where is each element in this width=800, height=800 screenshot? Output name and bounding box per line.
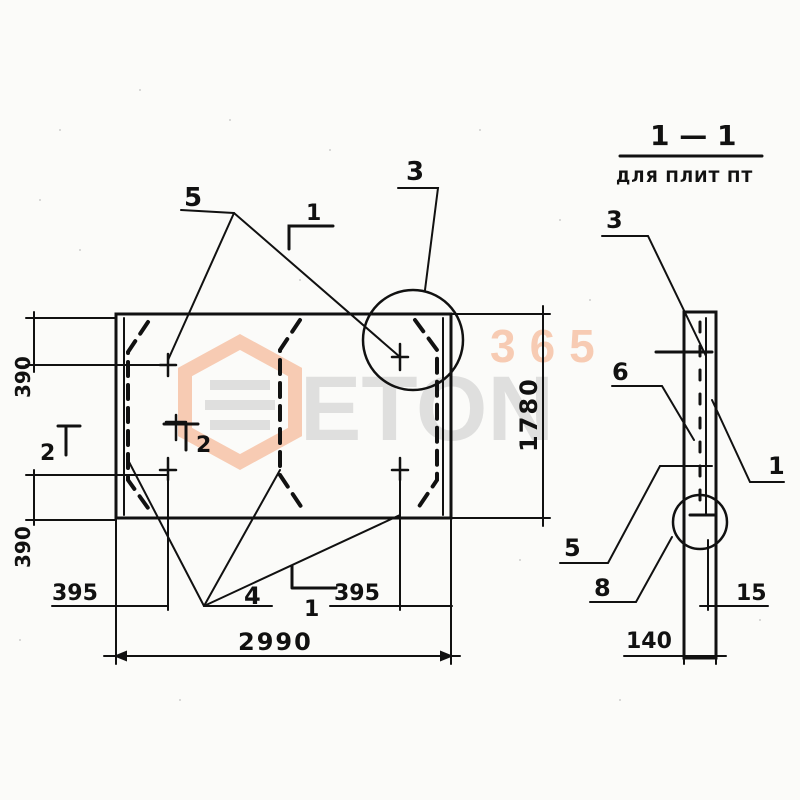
dim-offset-right-label: 395 <box>334 581 380 606</box>
dim-cover-label: 15 <box>736 581 767 606</box>
cut-label-1-top: 1 <box>306 201 321 226</box>
leader-lines-5 <box>167 209 401 361</box>
dim-height-total-label: 1780 <box>515 377 543 452</box>
dim-width-total-label: 2990 <box>238 628 313 656</box>
callout-5: 5 <box>184 183 202 213</box>
dim-offset-left-label: 395 <box>52 581 98 606</box>
detail-circle-3 <box>361 288 465 392</box>
watermark-logo-hexagon <box>178 334 302 470</box>
detail-circle-8 <box>671 493 729 551</box>
cut-marker-1-bottom <box>290 564 338 590</box>
plan-view: 5 3 1 1 2 2 4 2990 <box>11 157 551 665</box>
dashed-contour-right <box>413 318 439 510</box>
cut-label-2-left: 2 <box>40 441 55 466</box>
section-slab <box>682 310 718 660</box>
leader-section-5 <box>559 465 713 564</box>
cut-label-2-right: 2 <box>196 433 211 458</box>
dim-thickness-label: 140 <box>626 629 672 654</box>
watermark-brand: ETON <box>300 358 554 460</box>
watermark: ETON 365 <box>178 320 609 470</box>
leader-lines-4 <box>127 459 401 607</box>
dim-offset-right <box>329 479 453 611</box>
section-view: 1 — 1 ДЛЯ ПЛИТ ПТ 3 6 1 5 8 140 <box>559 119 785 665</box>
loop-marker-mid-left <box>164 413 188 442</box>
dim-offset-top <box>25 311 169 373</box>
dim-thickness <box>623 519 727 665</box>
watermark-logo-stripes <box>205 380 275 430</box>
section-callout-8: 8 <box>594 574 611 602</box>
cut-marker-1-top <box>287 224 335 251</box>
section-callout-3: 3 <box>606 206 623 234</box>
leader-3 <box>397 187 440 291</box>
cut-marker-2-left <box>56 424 82 457</box>
dim-width-total <box>103 519 461 665</box>
callout-4: 4 <box>244 582 261 610</box>
slab-outline <box>114 312 453 520</box>
dashed-contour-left <box>126 320 150 510</box>
cut-marker-2-right <box>162 422 200 452</box>
cut-label-1-bottom: 1 <box>304 597 319 622</box>
dim-cover <box>699 539 769 611</box>
dashed-contour-center <box>278 318 304 510</box>
leader-section-3 <box>601 235 707 357</box>
dim-offset-top-label: 390 <box>11 356 35 398</box>
scan-noise <box>19 89 761 701</box>
watermark-number: 365 <box>490 320 609 372</box>
dim-height-total <box>450 305 551 527</box>
leader-section-1 <box>711 399 785 483</box>
dim-offset-left <box>51 479 169 611</box>
section-title: 1 — 1 <box>650 119 736 152</box>
section-subtitle: ДЛЯ ПЛИТ ПТ <box>616 167 753 186</box>
loop-marker-bottom-right <box>390 456 410 482</box>
leader-section-6 <box>611 385 695 441</box>
dim-offset-bottom-label: 390 <box>11 526 35 568</box>
callout-3: 3 <box>406 157 424 187</box>
section-callout-6: 6 <box>612 358 629 386</box>
dim-offset-bottom <box>25 469 169 526</box>
section-callout-1: 1 <box>768 452 785 480</box>
leader-section-8 <box>589 536 673 603</box>
section-callout-5: 5 <box>564 534 581 562</box>
loop-marker-bottom-left <box>158 456 178 482</box>
